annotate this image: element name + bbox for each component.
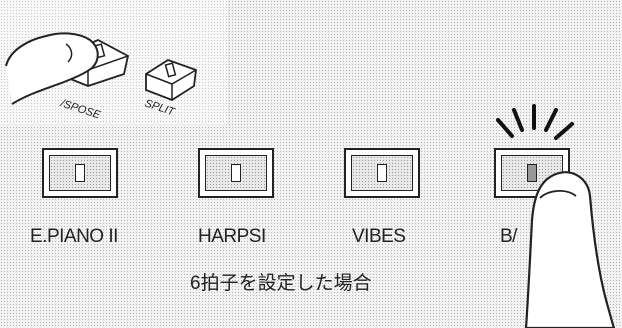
led-indicator-lit xyxy=(527,164,537,182)
split-button-illustration xyxy=(145,59,197,102)
label-harpsi: HARPSI xyxy=(198,226,266,247)
finger-pointing-icon xyxy=(524,171,616,328)
button-harpsi[interactable] xyxy=(198,148,274,198)
inset-panel: /SPOSE SPLIT xyxy=(0,0,229,125)
label-bass: B/ xyxy=(500,226,517,247)
flash-lines-icon xyxy=(496,104,574,140)
led-indicator xyxy=(231,164,241,182)
label-vibes: VIBES xyxy=(352,226,406,247)
caption: 6拍子を設定した場合 xyxy=(190,273,372,294)
label-e-piano-ii: E.PIANO II xyxy=(30,226,118,247)
button-vibes[interactable] xyxy=(344,148,420,198)
inset-illustration: /SPOSE SPLIT xyxy=(5,32,197,122)
finger-illustration xyxy=(5,32,99,105)
button-e-piano-ii[interactable] xyxy=(42,148,118,198)
led-indicator xyxy=(75,164,85,182)
led-indicator xyxy=(377,164,387,182)
